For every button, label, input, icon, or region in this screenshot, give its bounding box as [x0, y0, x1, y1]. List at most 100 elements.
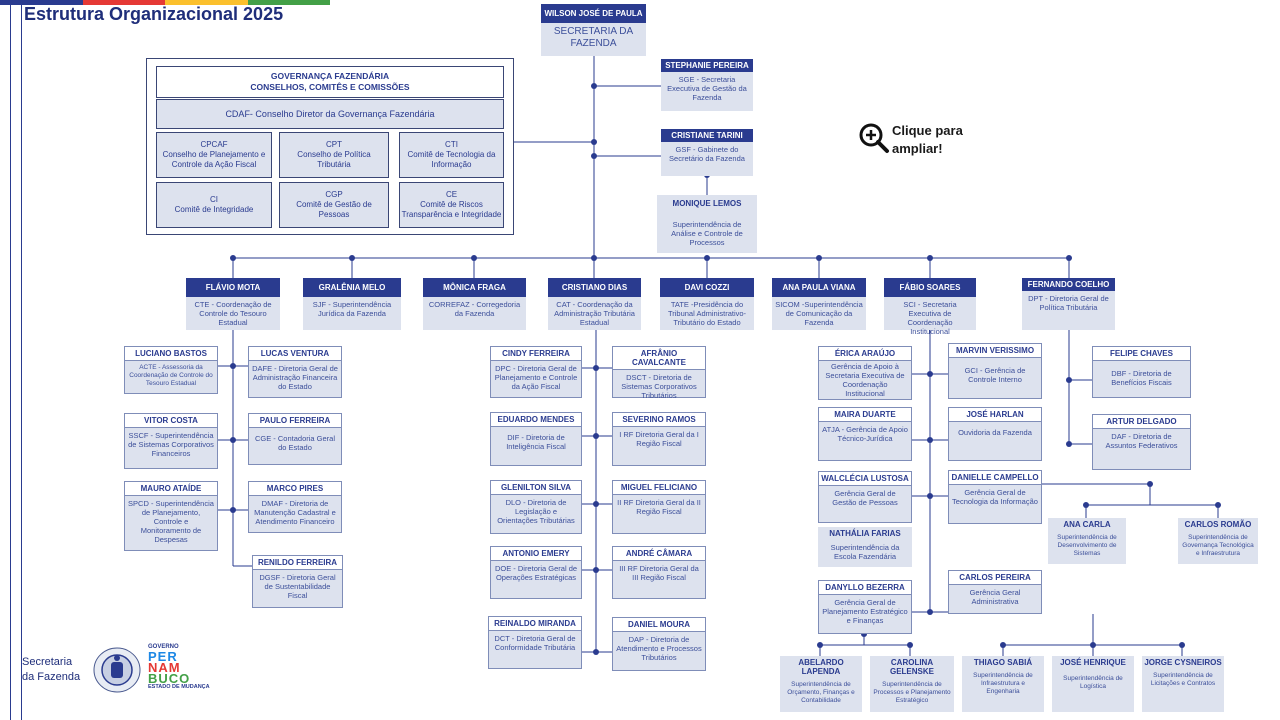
cdaf-box[interactable]: CDAF- Conselho Diretor da Governança Faz… — [156, 99, 504, 129]
staff-role: GSF - Gabinete do Secretário da Fazenda — [669, 145, 745, 163]
committee-ci[interactable]: CI Comitê de Integridade — [156, 182, 272, 228]
exec-name: MÔNICA FRAGA — [423, 278, 526, 297]
unit-role: Gerência Geral de Gestão de Pessoas — [832, 489, 898, 507]
dpt-box-artur[interactable]: ARTUR DELGADO DAF - Diretoria de Assunto… — [1092, 414, 1191, 470]
plan-box-carolina[interactable]: CAROLINA GELENSKE Superintendência de Pr… — [870, 656, 954, 712]
ti-box-carlos-romao[interactable]: CARLOS ROMÃO Superintendência de Governa… — [1178, 518, 1258, 564]
committee-cti[interactable]: CTI Comitê de Tecnologia da Informação — [399, 132, 504, 178]
exec-box-dpt[interactable]: FERNANDO COELHO DPT - Diretoria Geral de… — [1022, 278, 1115, 330]
unit-name: GLENILTON SILVA — [491, 481, 581, 495]
sci-box-danyllo[interactable]: DANYLLO BEZERRA Gerência Geral de Planej… — [818, 580, 912, 634]
unit-name: MAURO ATAÍDE — [125, 482, 217, 496]
cat-box-andre[interactable]: ANDRÉ CÂMARA III RF Diretoria Geral da I… — [612, 546, 706, 599]
zoom-in-icon[interactable] — [858, 122, 890, 154]
cte-box-luciano[interactable]: LUCIANO BASTOS ACTE - Assessoria da Coor… — [124, 346, 218, 394]
sci-box-marvin[interactable]: MARVIN VERISSIMO GCI - Gerência de Contr… — [948, 343, 1042, 399]
unit-name: ANDRÉ CÂMARA — [613, 547, 705, 561]
adm-box-jorge[interactable]: JORGE CYSNEIROS Superintendência de Lici… — [1142, 656, 1224, 712]
exec-box-sicom[interactable]: ANA PAULA VIANA SICOM -Superintendência … — [772, 278, 866, 330]
sci-box-carlos-pereira[interactable]: CARLOS PEREIRA Gerência Geral Administra… — [948, 570, 1042, 614]
unit-name: REINALDO MIRANDA — [489, 617, 581, 631]
dpt-box-felipe[interactable]: FELIPE CHAVES DBF - Diretoria de Benefíc… — [1092, 346, 1191, 398]
cte-box-marco[interactable]: MARCO PIRES DMAF - Diretoria de Manutenç… — [248, 481, 342, 533]
cte-box-mauro[interactable]: MAURO ATAÍDE SPCD - Superintendência de … — [124, 481, 218, 551]
unit-role: DAF - Diretoria de Assuntos Federativos — [1105, 432, 1178, 450]
exec-name: GRALÊNIA MELO — [303, 278, 401, 297]
exec-name: FÁBIO SOARES — [884, 278, 976, 297]
cat-box-severino[interactable]: SEVERINO RAMOS I RF Diretoria Geral da I… — [612, 412, 706, 466]
cat-box-miguel[interactable]: MIGUEL FELICIANO II RF Diretoria Geral d… — [612, 480, 706, 534]
cat-box-daniel[interactable]: DANIEL MOURA DAP - Diretoria de Atendime… — [612, 617, 706, 671]
committee-code: CGP — [325, 190, 343, 199]
cte-box-renildo[interactable]: RENILDO FERREIRA DGSF - Diretoria Geral … — [252, 555, 343, 608]
unit-role: Ouvidoria da Fazenda — [958, 428, 1032, 437]
unit-role: Gerência Geral de Planejamento Estratégi… — [822, 598, 908, 625]
unit-role: DBF - Diretoria de Benefícios Fiscais — [1111, 369, 1172, 387]
unit-name: MAIRA DUARTE — [819, 408, 911, 422]
unit-name: WALCLÉCIA LUSTOSA — [819, 472, 911, 486]
staff-box-sge[interactable]: STEPHANIE PEREIRA SGE - Secretaria Execu… — [661, 59, 753, 111]
secretary-box[interactable]: WILSON JOSÉ DE PAULA SECRETARIA DA FAZEN… — [541, 4, 646, 56]
unit-role: Superintendência da Escola Fazendária — [830, 543, 900, 561]
committee-cpcaf[interactable]: CPCAF Conselho de Planejamento e Control… — [156, 132, 272, 178]
unit-name: LUCIANO BASTOS — [125, 347, 217, 361]
state-seal-icon — [93, 647, 141, 693]
exec-box-sci[interactable]: FÁBIO SOARES SCI - Secretaria Executiva … — [884, 278, 976, 336]
exec-role: TATE -Presidência do Tribunal Administra… — [667, 300, 747, 327]
cat-box-antonio[interactable]: ANTONIO EMERY DOE - Diretoria Geral de O… — [490, 546, 582, 599]
cte-box-lucas[interactable]: LUCAS VENTURA DAFE - Diretoria Geral de … — [248, 346, 342, 398]
sci-box-erica[interactable]: ÉRICA ARAÚJO Gerência de Apoio à Secreta… — [818, 346, 912, 400]
unit-name: THIAGO SABIÁ — [973, 658, 1033, 667]
exec-box-cte[interactable]: FLÁVIO MOTA CTE - Coordenação de Control… — [186, 278, 280, 330]
unit-name: SEVERINO RAMOS — [613, 413, 705, 427]
committee-cgp[interactable]: CGP Comitê de Gestão de Pessoas — [279, 182, 389, 228]
exec-box-sjf[interactable]: GRALÊNIA MELO SJF - Superintendência Jur… — [303, 278, 401, 330]
committee-cpt[interactable]: CPT Conselho de Política Tributária — [279, 132, 389, 178]
unit-name: CAROLINA GELENSKE — [889, 658, 934, 676]
staff-name: STEPHANIE PEREIRA — [661, 59, 753, 72]
plan-box-abelardo[interactable]: ABELARDO LAPENDA Superintendência de Orç… — [780, 656, 862, 712]
unit-name: ANA CARLA — [1063, 520, 1111, 529]
cte-box-paulo[interactable]: PAULO FERREIRA CGE - Contadoria Geral do… — [248, 413, 342, 465]
unit-name: ANTONIO EMERY — [491, 547, 581, 561]
sci-box-nathalia[interactable]: NATHÁLIA FARIAS Superintendência da Esco… — [818, 527, 912, 567]
ti-box-ana-carla[interactable]: ANA CARLA Superintendência de Desenvolvi… — [1048, 518, 1126, 564]
unit-name: NATHÁLIA FARIAS — [829, 529, 901, 538]
footer-org-label-line2: da Fazenda — [22, 671, 81, 683]
unit-role: Superintendência de Licitações e Contrat… — [1150, 672, 1216, 687]
sci-box-danielle[interactable]: DANIELLE CAMPELLO Gerência Geral de Tecn… — [948, 470, 1042, 524]
staff-box-gsf[interactable]: CRISTIANE TARINI GSF - Gabinete do Secre… — [661, 129, 753, 176]
unit-name: JORGE CYSNEIROS — [1144, 658, 1222, 667]
exec-box-cat[interactable]: CRISTIANO DIAS CAT - Coordenação da Admi… — [548, 278, 641, 330]
staff-role: Superintendência de Análise e Controle d… — [671, 220, 743, 247]
cat-box-glenilton[interactable]: GLENILTON SILVA DLO - Diretoria de Legis… — [490, 480, 582, 534]
adm-box-jose-henrique[interactable]: JOSÉ HENRIQUE Superintendência de Logíst… — [1052, 656, 1134, 712]
unit-role: ACTE - Assessoria da Coordenação de Cont… — [129, 364, 213, 387]
committee-code: CI — [210, 195, 218, 204]
unit-role: I RF Diretoria Geral da I Região Fiscal — [619, 430, 699, 448]
unit-name: JOSÉ HENRIQUE — [1060, 658, 1126, 667]
exec-box-correfaz[interactable]: MÔNICA FRAGA CORREFAZ - Corregedoria da … — [423, 278, 526, 330]
unit-name: ARTUR DELGADO — [1093, 415, 1190, 429]
committee-text: Conselho de Planejamento e Controle da A… — [162, 150, 266, 169]
cat-box-afranio[interactable]: AFRÂNIO CAVALCANTE DSCT - Diretoria de S… — [612, 346, 706, 400]
cte-box-vitor[interactable]: VITOR COSTA SSCF - Superintendência de S… — [124, 413, 218, 469]
adm-box-thiago[interactable]: THIAGO SABIÁ Superintendência de Infraes… — [962, 656, 1044, 712]
sci-box-maira[interactable]: MAIRA DUARTE ATJA - Gerência de Apoio Té… — [818, 407, 912, 461]
sci-box-walclecia[interactable]: WALCLÉCIA LUSTOSA Gerência Geral de Gest… — [818, 471, 912, 523]
unit-name: DANIEL MOURA — [613, 618, 705, 632]
unit-role: Gerência Geral de Tecnologia da Informaç… — [952, 488, 1038, 506]
staff-box-monique[interactable]: MONIQUE LEMOS Superintendência de Anális… — [657, 195, 757, 253]
zoom-hint-text[interactable]: Clique para ampliar! — [892, 123, 963, 156]
exec-role: CTE - Coordenação de Controle do Tesouro… — [194, 300, 272, 327]
unit-name: RENILDO FERREIRA — [253, 556, 342, 570]
committee-text: Conselho de Política Tributária — [297, 150, 371, 169]
exec-box-tate[interactable]: DAVI COZZI TATE -Presidência do Tribunal… — [660, 278, 754, 330]
cat-box-eduardo[interactable]: EDUARDO MENDES DIF - Diretoria de Inteli… — [490, 412, 582, 466]
cat-box-reinaldo[interactable]: REINALDO MIRANDA DCT - Diretoria Geral d… — [488, 616, 582, 669]
sci-box-jose-harlan[interactable]: JOSÉ HARLAN Ouvidoria da Fazenda — [948, 407, 1042, 461]
secretary-role: SECRETARIA DA FAZENDA — [553, 26, 634, 49]
committee-ce[interactable]: CE Comitê de Riscos Transparência e Inte… — [399, 182, 504, 228]
unit-role: Superintendência de Logística — [1063, 675, 1123, 690]
cat-box-cindy[interactable]: CINDY FERREIRA DPC - Diretoria Geral de … — [490, 346, 582, 398]
